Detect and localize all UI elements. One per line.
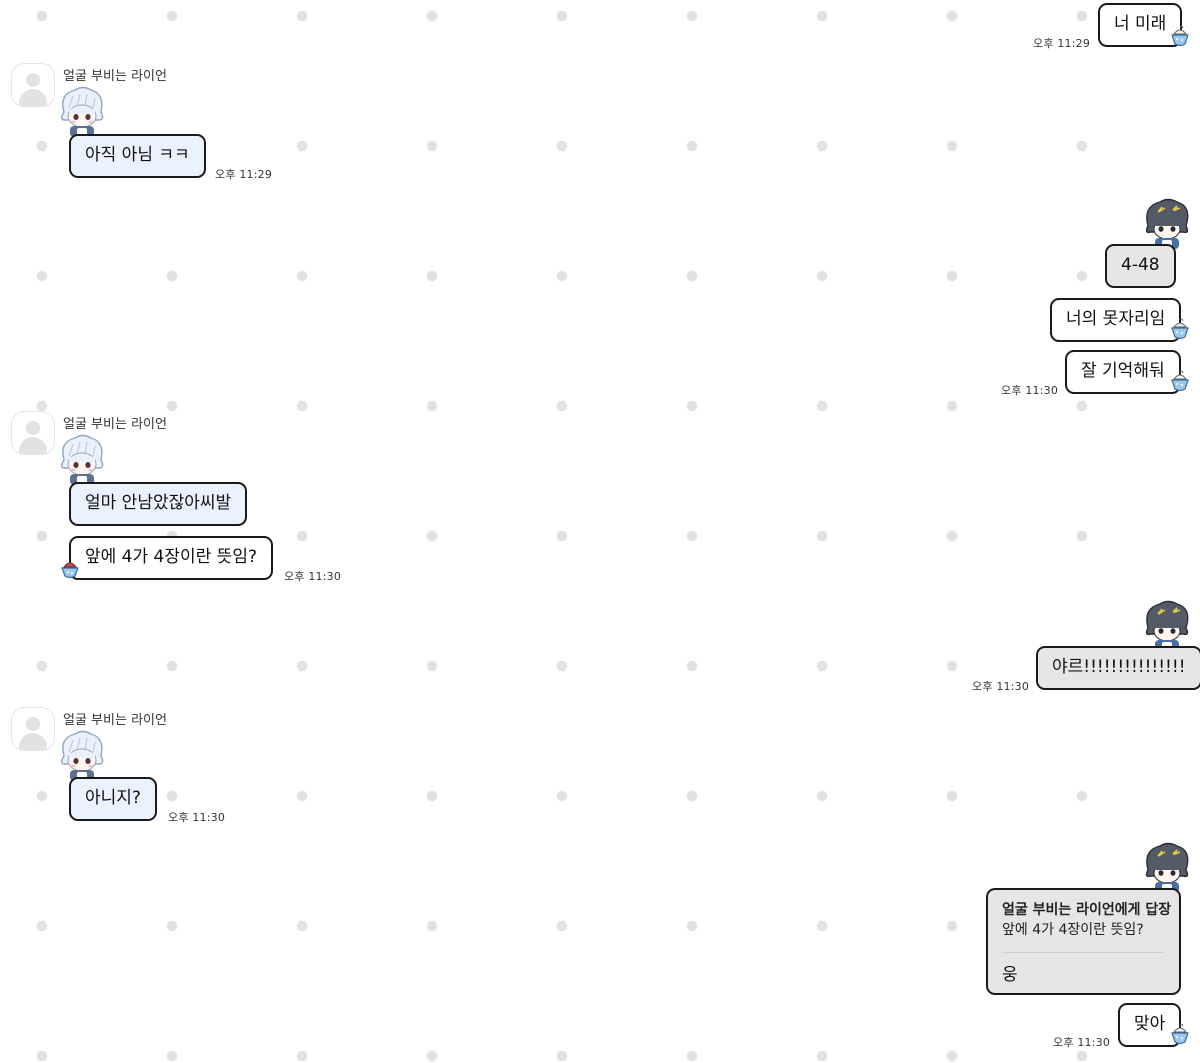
default-profile-icon xyxy=(26,421,40,435)
sent-message-bubble[interactable]: 야르!!!!!!!!!!!!!!! xyxy=(1036,646,1200,690)
ice-cream-cone-icon xyxy=(1170,318,1190,342)
red-bingsu-bowl-icon xyxy=(60,556,80,580)
sent-message-bubble[interactable]: 잘 기억해둬 xyxy=(1065,350,1181,394)
sender-avatar[interactable] xyxy=(11,707,55,751)
sender-name: 얼굴 부비는 라이언 xyxy=(63,69,167,84)
default-profile-icon xyxy=(26,73,40,87)
sent-message-bubble[interactable]: 너의 못자리임 xyxy=(1050,298,1182,342)
received-message-bubble[interactable]: 얼마 안남았잖아씨발 xyxy=(69,482,248,526)
received-message-bubble[interactable]: 아니지? xyxy=(69,777,157,821)
sent-message-bubble[interactable]: 4-48 xyxy=(1105,244,1176,288)
message-text: 너의 못자리임 xyxy=(1066,309,1166,329)
message-time: 오후 11:30 xyxy=(284,570,342,583)
message-time: 오후 11:29 xyxy=(215,168,273,181)
message-text: 아직 아님 ㅋㅋ xyxy=(85,145,190,165)
sent-message-bubble[interactable]: 맞아 xyxy=(1118,1003,1182,1047)
message-text: 맞아 xyxy=(1134,1014,1166,1034)
message-text: 앞에 4가 4장이란 뜻임? xyxy=(85,547,257,567)
message-text: 너 미래 xyxy=(1114,14,1167,34)
message-text: 4-48 xyxy=(1121,255,1160,275)
dark-hair-character-sticker-icon xyxy=(1140,842,1194,894)
message-time: 오후 11:30 xyxy=(1001,384,1059,397)
quoted-message[interactable]: 앞에 4가 4장이란 뜻임? xyxy=(1002,922,1144,938)
message-text: 야르!!!!!!!!!!!!!!! xyxy=(1052,657,1186,677)
message-time: 오후 11:30 xyxy=(168,811,226,824)
white-hair-character-sticker-icon xyxy=(55,86,109,138)
sender-name: 얼굴 부비는 라이언 xyxy=(63,713,167,728)
message-text: 아니지? xyxy=(85,788,141,808)
sent-message-bubble[interactable]: 너 미래 xyxy=(1098,3,1183,47)
message-text: 웅 xyxy=(1002,965,1018,985)
message-text: 얼마 안남았잖아씨발 xyxy=(85,493,232,513)
ice-cream-cone-icon xyxy=(1170,370,1190,394)
default-profile-icon xyxy=(26,717,40,731)
reply-header: 얼굴 부비는 라이언에게 답장 xyxy=(1002,902,1172,918)
sender-avatar[interactable] xyxy=(11,411,55,455)
white-hair-character-sticker-icon xyxy=(55,730,109,782)
received-message-bubble[interactable]: 앞에 4가 4장이란 뜻임? xyxy=(69,536,273,580)
ice-cream-cone-icon xyxy=(1170,25,1190,49)
reply-divider xyxy=(1002,952,1165,953)
sender-avatar[interactable] xyxy=(11,63,55,107)
message-text: 잘 기억해둬 xyxy=(1081,361,1165,381)
message-time: 오후 11:29 xyxy=(1033,37,1091,50)
ice-cream-cone-icon xyxy=(1170,1023,1190,1047)
reply-message-bubble[interactable]: 얼굴 부비는 라이언에게 답장 앞에 4가 4장이란 뜻임? 웅 xyxy=(986,888,1181,995)
message-time: 오후 11:30 xyxy=(972,680,1030,693)
sender-name: 얼굴 부비는 라이언 xyxy=(63,417,167,432)
dark-hair-character-sticker-icon xyxy=(1140,198,1194,250)
white-hair-character-sticker-icon xyxy=(55,434,109,486)
dark-hair-character-sticker-icon xyxy=(1140,600,1194,652)
received-message-bubble[interactable]: 아직 아님 ㅋㅋ xyxy=(69,134,206,178)
message-time: 오후 11:30 xyxy=(1053,1036,1111,1049)
